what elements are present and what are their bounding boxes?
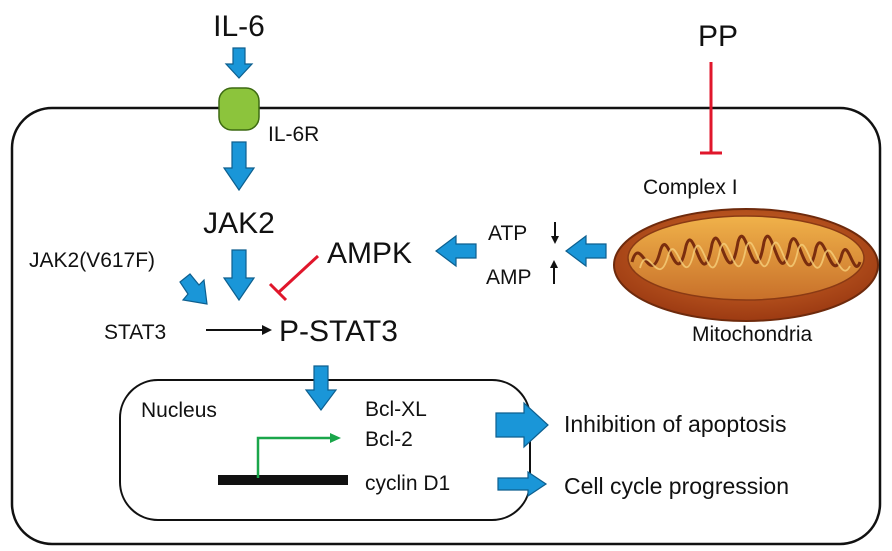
- il6r-label: IL-6R: [268, 123, 319, 146]
- inhibit-ampk-line: [277, 254, 320, 294]
- mitochondria-label: Mitochondria: [692, 323, 813, 346]
- transcription-arrow: [256, 436, 330, 478]
- complex1-label: Complex I: [643, 176, 738, 199]
- arrow-il6-to-receptor: [224, 47, 254, 79]
- cellcycle-label: Cell cycle progression: [564, 473, 789, 499]
- arrow-stat3-head: [262, 325, 272, 335]
- arrow-to-cellcycle: [497, 470, 548, 498]
- receptor-icon: [218, 87, 260, 131]
- cell-membrane: [10, 106, 882, 546]
- atp-label: ATP: [488, 222, 527, 245]
- arrow-jak2-to-pstat3: [222, 249, 256, 302]
- bcl2-label: Bcl-2: [365, 428, 413, 451]
- amp-up-arrow-head: [550, 260, 558, 268]
- il6-label: IL-6: [213, 10, 265, 43]
- arrow-to-inhibition: [495, 401, 549, 449]
- pp-label: PP: [698, 20, 738, 53]
- arrow-atp-to-ampk: [435, 234, 477, 268]
- inhibition-label: Inhibition of apoptosis: [564, 411, 787, 437]
- arrow-receptor-to-jak2: [222, 141, 256, 192]
- arrow-pstat3-to-nucleus: [304, 365, 338, 411]
- amp-label: AMP: [486, 266, 532, 289]
- cyclind1-label: cyclin D1: [365, 472, 450, 495]
- jak2-mutant-label: JAK2(V617F): [29, 249, 155, 272]
- atp-down-arrow-head: [551, 236, 559, 244]
- mitochondrion-icon: [613, 208, 879, 322]
- jak2-label: JAK2: [203, 207, 275, 240]
- arrow-mito-to-atp: [565, 234, 607, 268]
- transcription-arrow-head: [330, 433, 341, 443]
- pstat3-label: P-STAT3: [279, 315, 398, 348]
- bclxl-label: Bcl-XL: [365, 398, 427, 421]
- arrow-jak2mut-to-pstat3: [179, 273, 208, 305]
- ampk-label: AMPK: [327, 237, 412, 270]
- inhibit-ampk-bar: [268, 282, 288, 302]
- gene-bar-icon: [218, 475, 348, 485]
- stat3-label: STAT3: [104, 321, 166, 344]
- nucleus-label: Nucleus: [141, 399, 217, 422]
